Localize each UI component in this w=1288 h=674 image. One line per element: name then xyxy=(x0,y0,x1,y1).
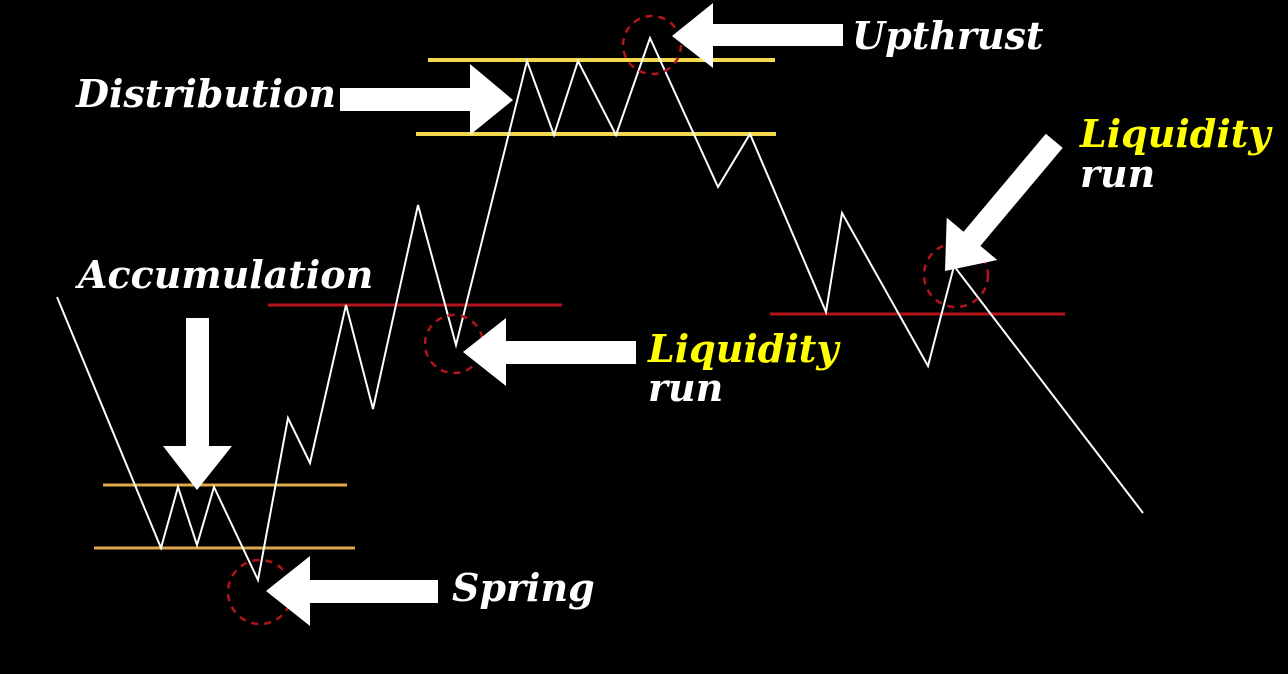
liquidity-run-left-label-line1: Liquidity xyxy=(647,326,841,371)
price-path xyxy=(56,35,1144,584)
liquidity-run-right-label-line2: run xyxy=(1080,151,1155,196)
liquidity-run-right-label-line1: Liquidity xyxy=(1079,111,1273,156)
accumulation-label: Accumulation xyxy=(75,252,373,297)
upthrust-highlight-circle xyxy=(621,14,683,76)
spring-arrow-icon xyxy=(266,556,438,626)
liquidity-run-right-highlight-circle xyxy=(922,241,990,309)
accumulation-arrow-icon xyxy=(163,318,232,490)
liquidity-run-left-arrow-icon xyxy=(463,318,636,386)
upthrust-label: Upthrust xyxy=(852,13,1044,58)
distribution-arrow-icon xyxy=(340,64,513,135)
upthrust-arrow-icon xyxy=(672,3,843,68)
distribution-label: Distribution xyxy=(75,71,336,116)
spring-label: Spring xyxy=(452,565,595,610)
liquidity-run-left-label-line2: run xyxy=(648,365,723,410)
liquidity-run-right-arrow-icon xyxy=(945,133,1063,271)
